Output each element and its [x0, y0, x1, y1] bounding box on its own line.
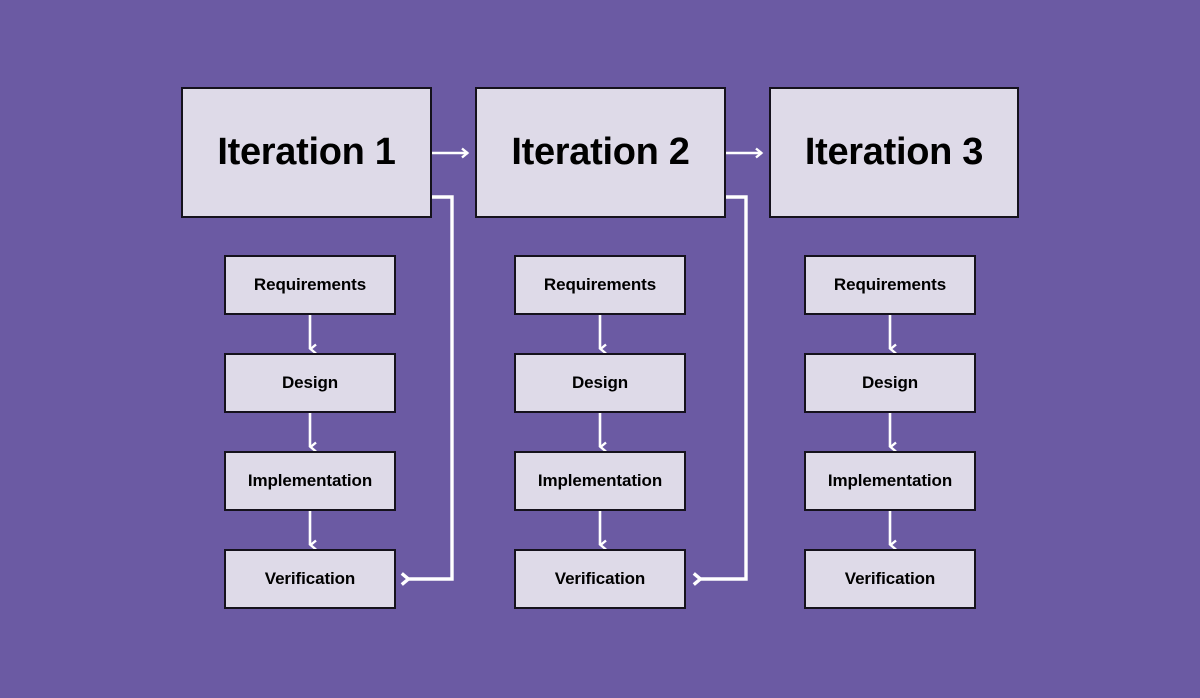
phase-requirements-2[interactable]: Requirements	[514, 255, 686, 315]
phase-requirements-1[interactable]: Requirements	[224, 255, 396, 315]
phase-implementation-3[interactable]: Implementation	[804, 451, 976, 511]
phase-implementation-2[interactable]: Implementation	[514, 451, 686, 511]
phase-verification-2[interactable]: Verification	[514, 549, 686, 609]
feedback-iteration1-to-verification-1	[400, 195, 454, 586]
phase-verification-3[interactable]: Verification	[804, 549, 976, 609]
phase-design-2[interactable]: Design	[514, 353, 686, 413]
iteration-header-2[interactable]: Iteration 2	[475, 87, 726, 218]
phase-design-3[interactable]: Design	[804, 353, 976, 413]
iteration-header-3[interactable]: Iteration 3	[769, 87, 1019, 218]
phase-design-1[interactable]: Design	[224, 353, 396, 413]
phase-verification-1[interactable]: Verification	[224, 549, 396, 609]
phase-requirements-3[interactable]: Requirements	[804, 255, 976, 315]
feedback-iteration2-to-verification-2	[692, 195, 748, 586]
iteration-header-1[interactable]: Iteration 1	[181, 87, 432, 218]
phase-implementation-1[interactable]: Implementation	[224, 451, 396, 511]
